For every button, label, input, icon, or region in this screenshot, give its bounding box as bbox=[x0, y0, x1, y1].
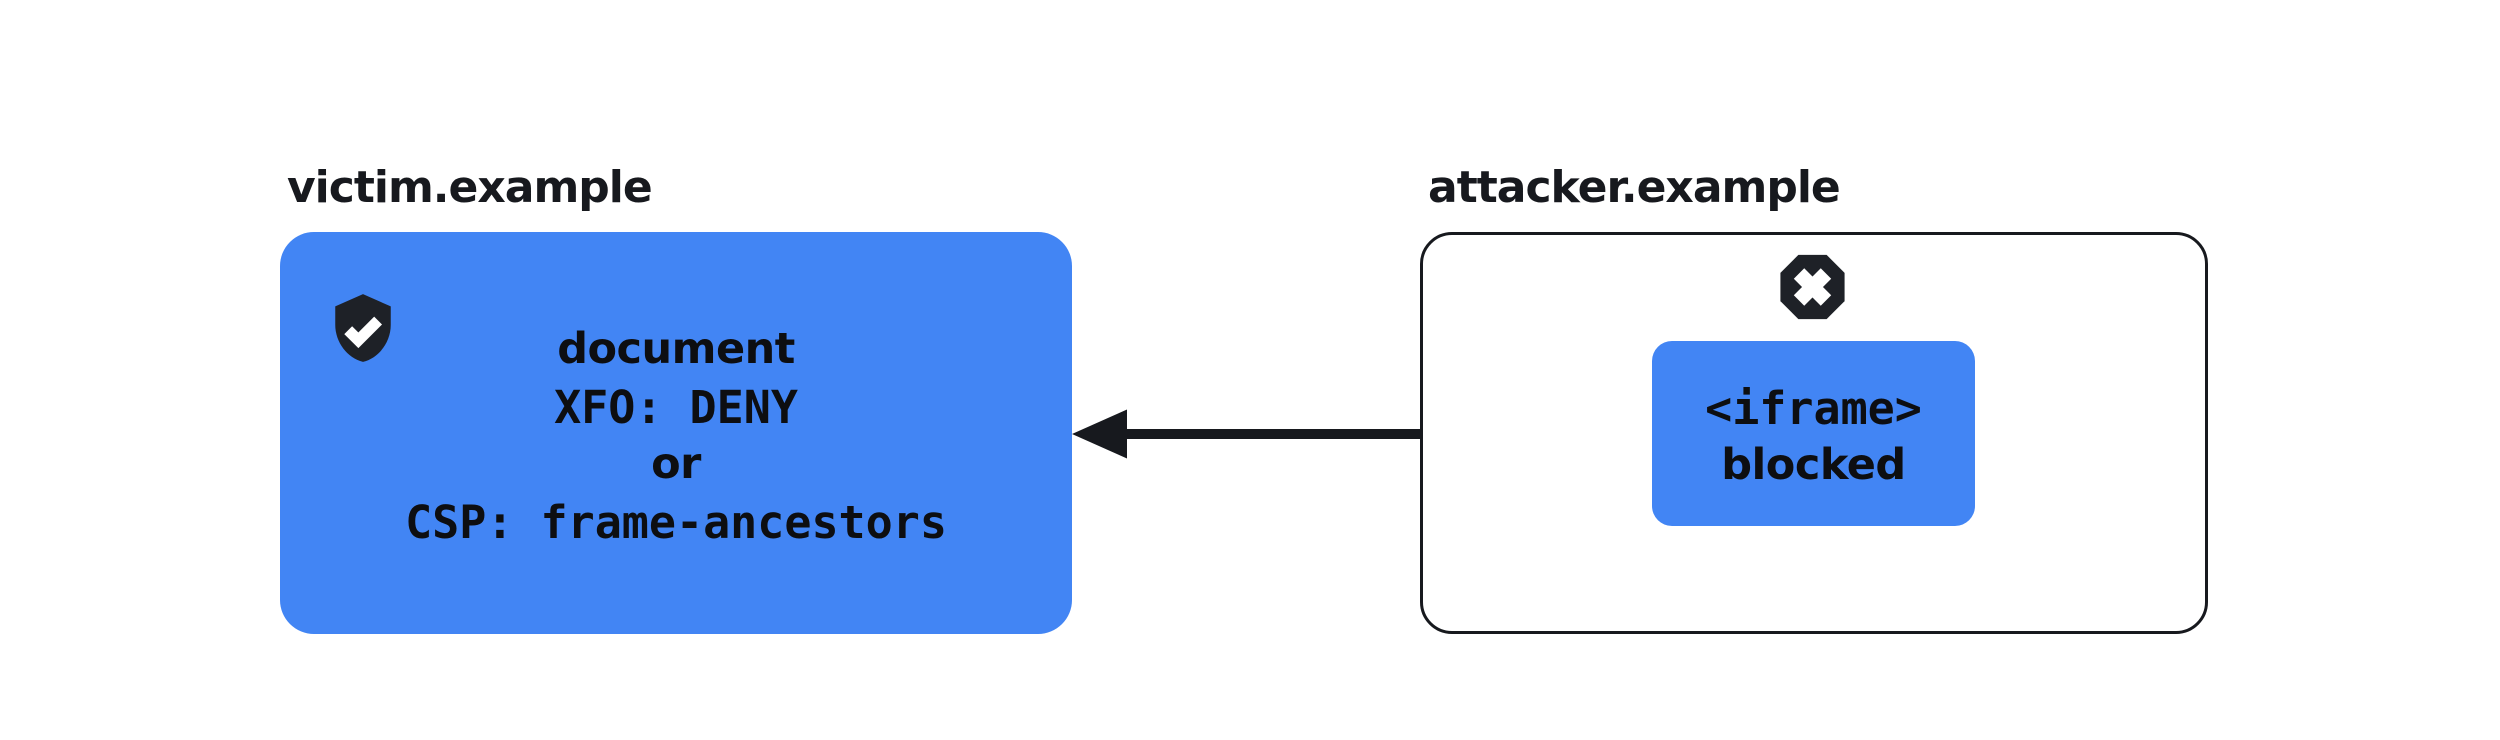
attacker-page-box: <iframe> blocked bbox=[1420, 232, 2208, 634]
victim-box-text-line: document bbox=[557, 324, 795, 374]
shield-check-icon bbox=[335, 294, 391, 362]
blocked-octagon-icon bbox=[1780, 254, 1845, 320]
attacker-site-label: attacker.example bbox=[1428, 162, 1841, 213]
victim-site-label: victim.example bbox=[287, 162, 653, 213]
victim-box-text-line: or bbox=[651, 439, 701, 489]
victim-box-text-line: XFO: DENY bbox=[554, 380, 798, 434]
victim-box-text-line: CSP: frame-ancestors bbox=[405, 495, 947, 549]
iframe-box-text-line: blocked bbox=[1721, 440, 1906, 490]
victim-box-text: document XFO: DENY or CSP: frame-ancesto… bbox=[280, 321, 1072, 551]
iframe-box-text: <iframe> blocked bbox=[1652, 380, 1975, 494]
victim-document-box: document XFO: DENY or CSP: frame-ancesto… bbox=[280, 232, 1072, 634]
iframe-blocked-box: <iframe> blocked bbox=[1652, 341, 1975, 526]
iframe-box-text-line: <iframe> bbox=[1705, 382, 1922, 435]
